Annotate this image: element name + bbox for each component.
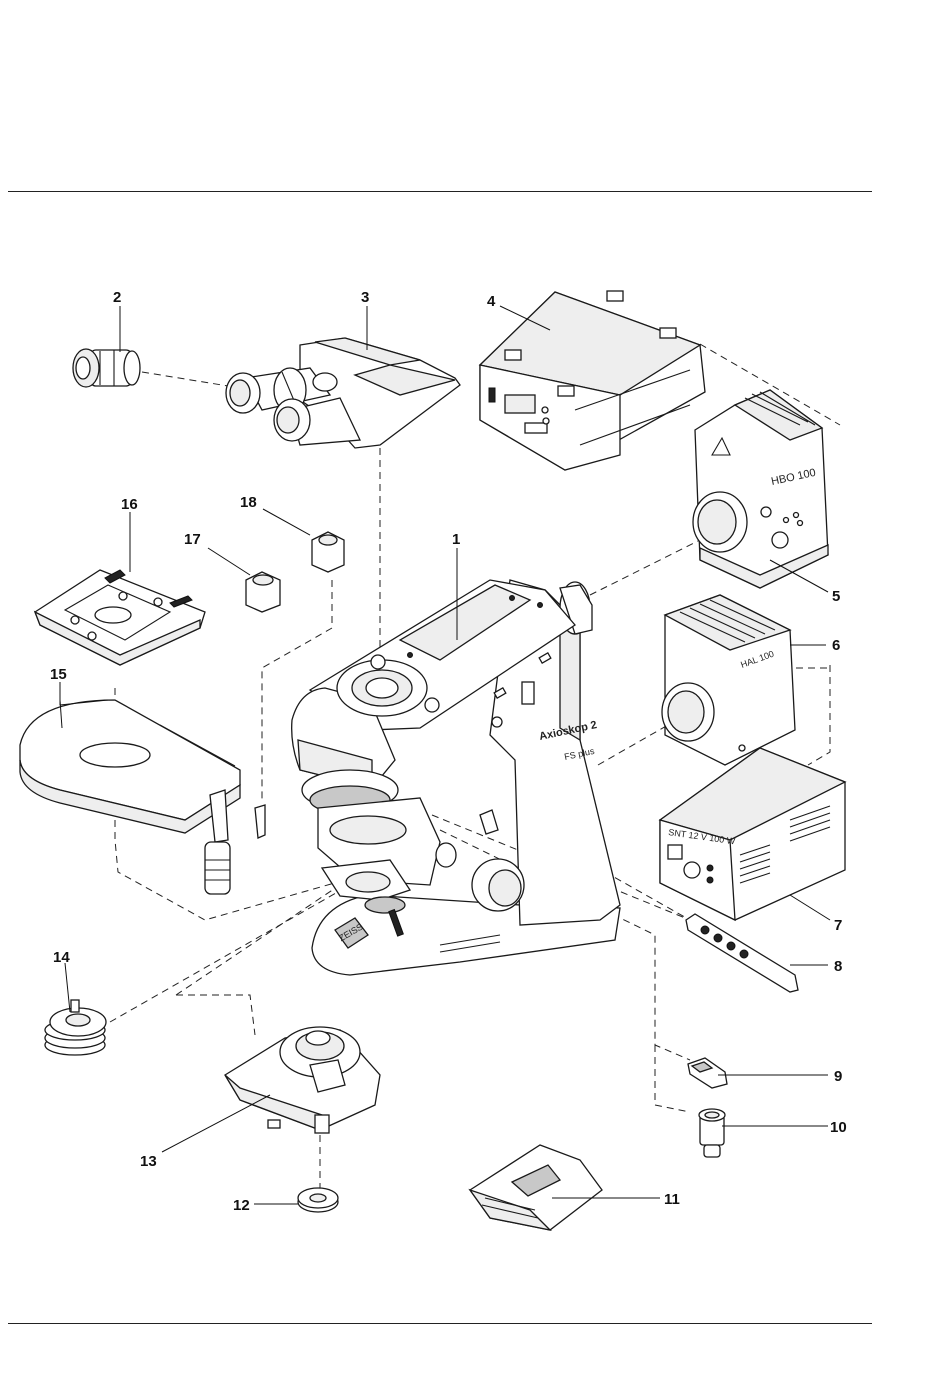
hbo-power-supply [480,291,705,470]
callout-11: 11 [664,1191,680,1208]
callout-6: 6 [832,637,840,654]
analyzer-module-17 [246,572,280,612]
callout-14: 14 [53,949,70,966]
analyzer-module-18 [312,532,344,572]
callout-5: 5 [832,588,840,605]
callout-16: 16 [121,496,138,513]
mechanical-stage [20,700,240,894]
eyepiece [73,349,140,387]
diaphragm-ring [45,1000,106,1055]
callout-3: 3 [361,289,369,306]
specimen-holder [35,570,205,665]
callout-18: 18 [240,494,257,511]
callout-17: 17 [184,531,201,548]
microscope-stand: ZEISS Axioskop 2 FS plus [255,580,620,975]
callout-7: 7 [834,917,842,934]
callout-15: 15 [50,666,67,683]
callout-4: 4 [487,293,496,310]
callout-2: 2 [113,289,121,306]
small-slider [688,1058,727,1088]
transformer: SNT 12 V 100 W [660,748,845,920]
callout-8: 8 [834,958,842,975]
condenser [225,1027,380,1133]
objective [699,1109,725,1157]
hal-lamp-housing: HAL 100 [662,595,795,765]
callout-1: 1 [452,531,460,548]
callout-10: 10 [830,1119,847,1136]
auxiliary-lens [298,1188,338,1212]
binocular-tube [226,338,460,448]
dust-cover [470,1145,602,1230]
callout-12: 12 [233,1197,250,1214]
callout-9: 9 [834,1068,842,1085]
hbo-lamp-housing: HBO 100 [693,390,828,588]
filter-slider [686,914,798,992]
callout-13: 13 [140,1153,157,1170]
